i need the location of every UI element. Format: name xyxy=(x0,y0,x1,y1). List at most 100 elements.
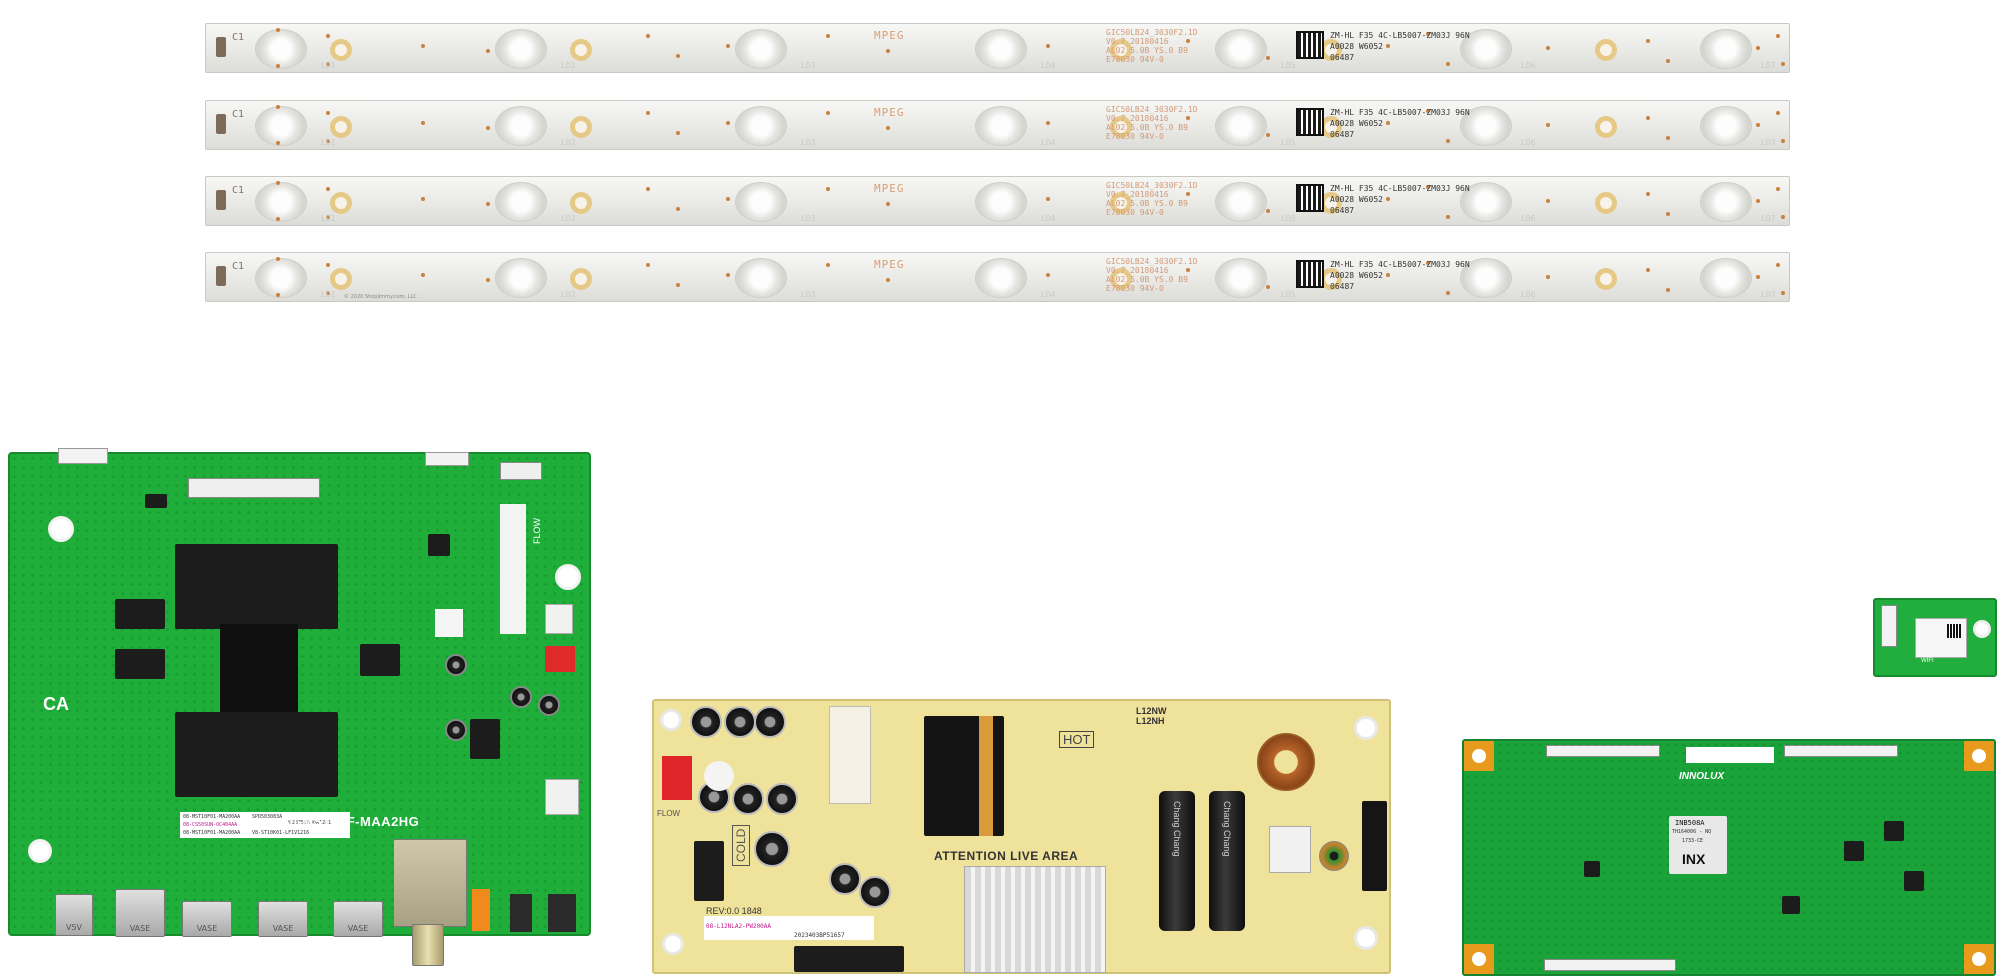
heatsink-lower xyxy=(175,712,338,797)
mount-ring xyxy=(1110,268,1132,290)
solder-dot xyxy=(726,44,730,48)
mount-hole-p4 xyxy=(1354,926,1378,950)
solder-dot xyxy=(646,111,650,115)
solder-dot xyxy=(1646,268,1650,272)
led-position-label: LD6 xyxy=(1521,61,1536,70)
ic-chip-right xyxy=(360,644,400,676)
solder-dot xyxy=(1386,273,1390,277)
solder-dot xyxy=(676,131,680,135)
relay xyxy=(829,706,871,804)
power-board: FLOW COLD HOT L12NW L12NH ATTENTION LIVE… xyxy=(652,699,1391,974)
led-lens xyxy=(735,182,787,222)
wifi-mount-hole xyxy=(1973,620,1991,638)
solder-dot xyxy=(421,197,425,201)
red-connector xyxy=(545,646,575,672)
led-lens xyxy=(495,182,547,222)
mount-ring xyxy=(330,116,352,138)
led-position-label: LD4 xyxy=(1041,214,1056,223)
solder-dot xyxy=(326,111,330,115)
tcon-chip-d xyxy=(1584,861,1600,877)
ethernet-port: VASE xyxy=(115,889,165,937)
led-position-label: LD3 xyxy=(801,61,816,70)
led-lens xyxy=(1460,106,1512,146)
power-sticker xyxy=(704,916,874,940)
ic-chip-mid xyxy=(470,719,500,759)
strip-connector-label: C1 xyxy=(232,32,245,43)
cap-p5 xyxy=(732,783,764,815)
strip-connector xyxy=(216,190,226,210)
strip-qr-line: A0028 W6052 xyxy=(1330,195,1383,204)
flow-label-strip xyxy=(500,504,526,634)
solder-dot xyxy=(646,187,650,191)
sticker-line5: SPD503083A xyxy=(252,814,283,820)
tcon-chip-b xyxy=(1884,821,1904,841)
led-position-label: LD6 xyxy=(1521,214,1536,223)
strip-silkscreen: MPEG xyxy=(874,258,905,271)
solder-dot xyxy=(276,257,280,261)
led-lens xyxy=(1700,258,1752,298)
model-l12nw: L12NW xyxy=(1136,706,1167,716)
strip-connector-label: C1 xyxy=(232,109,245,120)
mount-hole-3 xyxy=(28,839,52,863)
solder-dot xyxy=(886,202,890,206)
solder-dot xyxy=(486,278,490,282)
strip-qr-line: ZM-HL F35 4C-LB5007-ZM03J 96N xyxy=(1330,108,1470,117)
strip-part-text: E78030 94V-0 xyxy=(1106,208,1164,217)
solder-dot xyxy=(1426,109,1430,113)
tcon-sticker xyxy=(1686,747,1774,763)
solder-dot xyxy=(1666,212,1670,216)
av-port xyxy=(548,894,576,932)
usb-port: V5V xyxy=(55,894,93,936)
strip-part-text: E78030 94V-0 xyxy=(1106,132,1164,141)
strip-qr-line: A0028 W6052 xyxy=(1330,119,1383,128)
tcon-connector-top-left xyxy=(1546,745,1660,757)
mount-ring xyxy=(1110,116,1132,138)
cap-p3 xyxy=(754,706,786,738)
solder-dot xyxy=(326,263,330,267)
tcon-board: INNOLUX INX INB508A TH164006 - NQ 1733-C… xyxy=(1462,739,1996,976)
led-position-label: LD5 xyxy=(1281,214,1296,223)
strip-qr-code xyxy=(1296,31,1324,59)
sticker-line2: 08-MST10F01-MA200AA xyxy=(183,814,241,820)
strip-qr-line: A0028 W6052 xyxy=(1330,42,1383,51)
strip-part-text: GIC50LB24_3030F2.1D xyxy=(1106,105,1198,114)
sticker-line4: 08-MST10F01-MA200AA xyxy=(183,830,241,836)
wifi-label: WIFI xyxy=(1921,658,1934,664)
barcode-sticker xyxy=(180,812,350,838)
strip-qr-line: ZM-HL F35 4C-LB5007-ZM03J 96N xyxy=(1330,31,1470,40)
tcon-chip-brand: INX xyxy=(1682,851,1706,867)
led-position-label: LD5 xyxy=(1281,290,1296,299)
heatsink-upper xyxy=(175,544,338,629)
cold-label: COLD xyxy=(732,824,750,866)
cap-p6 xyxy=(766,783,798,815)
mount-hole-p3 xyxy=(662,933,684,955)
tcon-chip-e xyxy=(1782,896,1800,914)
led-lens xyxy=(1460,29,1512,69)
led-position-label: LD5 xyxy=(1281,138,1296,147)
optical-port xyxy=(472,889,490,931)
tcon-corner-br xyxy=(1964,944,1994,974)
solder-dot xyxy=(326,215,330,219)
led-lens xyxy=(975,29,1027,69)
strip-connector xyxy=(216,266,226,286)
led-lens xyxy=(735,106,787,146)
innolux-logo: INNOLUX xyxy=(1679,771,1724,782)
strip-part-text: AL02 5.0B YS.0 B9 xyxy=(1106,199,1188,208)
solder-dot xyxy=(421,44,425,48)
tcon-chip-model: INB508A xyxy=(1675,819,1705,827)
strip-qr-line: 06487 xyxy=(1330,206,1355,215)
connector-top-right xyxy=(425,452,469,466)
solder-dot xyxy=(1666,59,1670,63)
strip-qr-line: A0028 W6052 xyxy=(1330,271,1383,280)
power-sticker-line1: 08-L12NLA2-PW200AA xyxy=(706,923,772,930)
transformer-tape xyxy=(979,716,993,836)
mount-hole-2 xyxy=(555,564,581,590)
solder-dot xyxy=(1546,275,1550,279)
solder-dot xyxy=(1781,215,1785,219)
solder-dot xyxy=(826,111,830,115)
strip-part-text: E78030 94V-0 xyxy=(1106,284,1164,293)
solder-dot xyxy=(886,126,890,130)
